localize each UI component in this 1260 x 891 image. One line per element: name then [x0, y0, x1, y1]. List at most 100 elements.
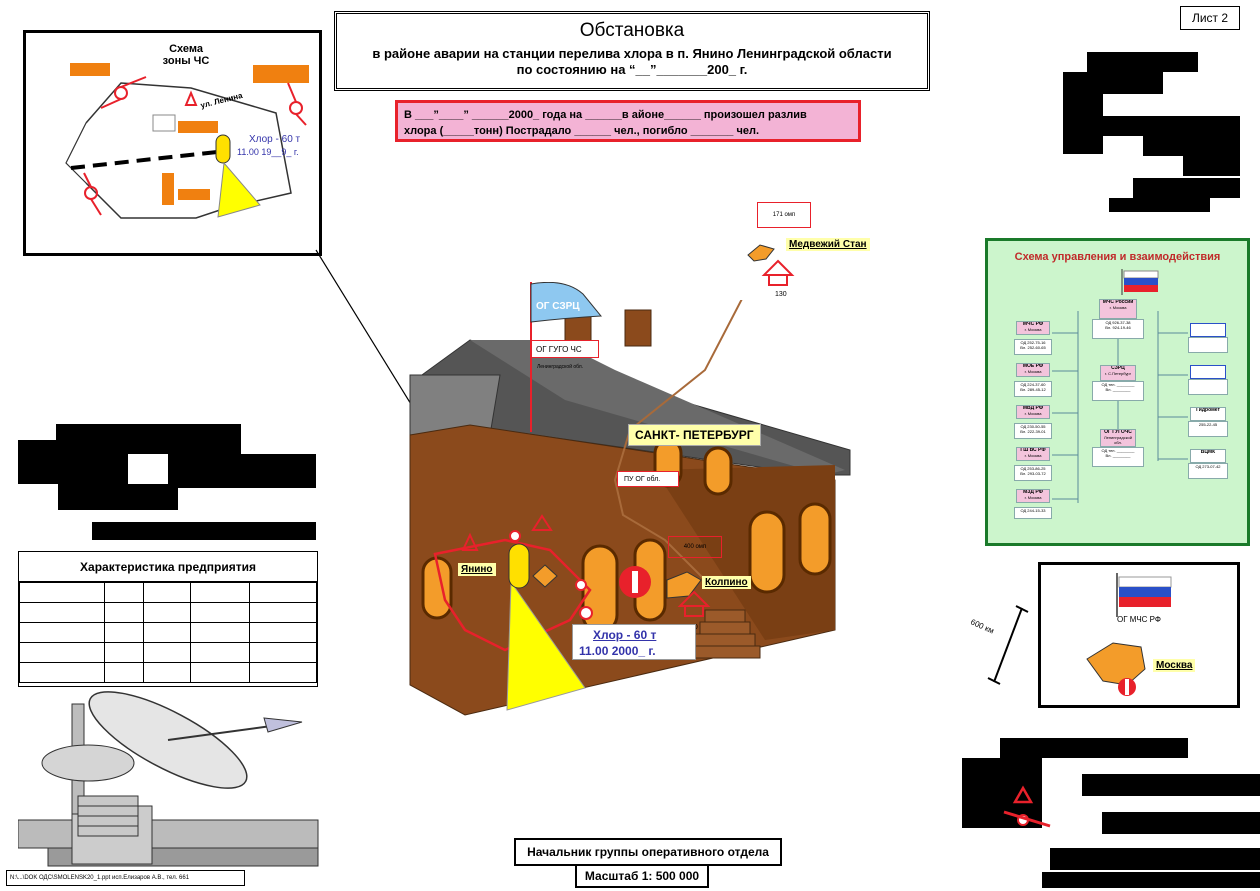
kolpino-symbol — [677, 590, 711, 617]
scheme-right-box-1 — [1190, 323, 1226, 337]
scheme-left-2-od: ОД 224-37-60 — [1020, 382, 1046, 387]
inset-title: Схема зоны ЧС — [26, 43, 319, 67]
decorative-stripes-bottom-right — [962, 738, 1260, 888]
page-date-line: по состоянию на “__”_______200_ г. — [516, 62, 748, 77]
control-scheme-title: Схема управления и взаимодействия — [1014, 251, 1221, 263]
scale-label: Масштаб 1: 500 000 — [575, 864, 709, 888]
decorative-stripes-top-right — [1063, 52, 1240, 220]
scheme-left-1-city: г. Москва — [1024, 327, 1042, 332]
scheme-mchs-russia-od: ОД 926-37-38 — [1105, 320, 1131, 325]
og-gugo-box: ОГ ГУГО ЧС — [531, 340, 599, 358]
scheme-right-info-1 — [1188, 337, 1228, 353]
scheme-oggugo-info: ОД тел. ________ Вл. ________ — [1092, 447, 1144, 467]
scheme-left-4-vl: Вл. 293-03-72 — [1020, 471, 1046, 476]
scheme-left-1-od: ОД 252-75-16 — [1020, 340, 1046, 345]
scheme-mchs-russia-city: г. Москва — [1109, 305, 1127, 310]
head-of-group-label: Начальник группы оперативного отдела — [514, 838, 782, 866]
moscow-flag-icon — [1116, 573, 1172, 617]
scheme-left-1-vl: Вл. 252-60-65 — [1020, 345, 1046, 350]
satellite-dish-illustration — [18, 691, 319, 867]
inset-time-label: 11.00 19__9_ г. — [237, 147, 299, 157]
control-interaction-scheme: Схема управления и взаимодействия МЧС Ро… — [985, 238, 1250, 546]
scheme-mchs-russia-name: МЧС России — [1102, 299, 1134, 305]
medvezhiy-stan-tag: 171 омп — [757, 202, 811, 228]
scheme-mchs-russia-box: МЧС России г. Москва — [1099, 299, 1137, 319]
scheme-left-5-city: г. Москва — [1024, 495, 1042, 500]
scheme-left-3-name: МВД РФ — [1022, 405, 1044, 411]
scheme-right-4-info: ОД 273-07-42 — [1195, 464, 1221, 469]
scheme-right-info-2 — [1188, 379, 1228, 395]
enterprise-characteristics-table: Характеристика предприятия — [18, 551, 318, 687]
inset-title-line-1: Схема — [169, 43, 203, 55]
incident-report: В ___”____” ______2000_ года на ______в … — [395, 100, 861, 142]
medvezhiy-stan-symbols — [747, 244, 795, 286]
chlorine-time: 11.00 2000_ г. — [579, 644, 656, 658]
moscow-label: Москва — [1153, 659, 1196, 672]
characteristics-title: Характеристика предприятия — [19, 552, 317, 582]
scheme-oggugo-name: ОГ ГУГОЧС — [1104, 429, 1132, 435]
file-path-footer: N:\...\DOK ОДС\SMOLENSK20_1.ppt исп.Елиз… — [6, 870, 245, 886]
scheme-left-3-vl: Вл. 222-39-01 — [1020, 429, 1046, 434]
scheme-oggugo-box: ОГ ГУГОЧС Ленинградской обл. — [1100, 429, 1136, 447]
inset-title-line-2: зоны ЧС — [162, 55, 210, 67]
scheme-szrc-info: ОД тел. ________ Вл. ________ — [1092, 381, 1144, 401]
scheme-left-2-vl: Вл. 289-45-12 — [1020, 387, 1046, 392]
scheme-left-info-5: ОД 244-15-33 — [1014, 507, 1052, 519]
incident-line-2: хлора (_____тонн) Пострадало ______ чел.… — [404, 125, 760, 137]
bottom-right-alert-symbol — [1003, 785, 1051, 828]
scheme-left-2-city: г. Москва — [1024, 369, 1042, 374]
scheme-mchs-russia-info: ОД 926-37-38 Вл. 924-19-46 — [1092, 319, 1144, 339]
emergency-zone-inset: Схема зоны ЧС ул. Ленина Хлор - 60 т 11.… — [23, 30, 322, 256]
scheme-szrc-vl: Вл. ________ — [1105, 387, 1131, 392]
medvezhiy-stan-number: 130 — [775, 291, 787, 298]
scheme-left-3-od: ОД 230-50-55 — [1020, 424, 1046, 429]
sheet-label: Лист 2 — [1180, 6, 1240, 30]
scheme-left-3-city: г. Москва — [1024, 411, 1042, 416]
scheme-right-box-3: Гидромет — [1190, 407, 1226, 421]
city-label-spb: САНКТ- ПЕТЕРБУРГ — [628, 424, 761, 446]
ogszrc-flag-label: ОГ СЗРЦ — [536, 301, 580, 312]
scheme-left-2-name: МОЕ РФ — [1022, 363, 1044, 369]
scheme-right-info-4: ОД 273-07-42 — [1188, 463, 1228, 479]
control-scheme-flag-icon — [1121, 269, 1159, 295]
scheme-left-4-city: г. Москва — [1024, 453, 1042, 458]
scheme-right-info-3: 255-22-45 — [1188, 421, 1228, 437]
pu-og-box: ПУ ОГ обл. — [617, 471, 679, 487]
distance-scale-bar — [987, 605, 1029, 685]
yanino-label: Янино — [458, 563, 496, 576]
og-gugo-subtitle: Ленинградской обл. — [537, 364, 584, 370]
scheme-left-5-name: МЗД РФ — [1023, 489, 1043, 495]
moscow-region-icon — [1086, 642, 1146, 696]
chlorine-info-box: Хлор - 60 т 11.00 2000_ г. — [572, 624, 696, 660]
moscow-flag-label: ОГ МЧС РФ — [1117, 615, 1162, 624]
scheme-right-4-name: ВЦМК — [1200, 449, 1216, 455]
scheme-right-3-name: Гидромет — [1196, 407, 1220, 413]
scheme-right-3-info: 255-22-45 — [1198, 422, 1218, 427]
scheme-mchs-russia-vl: Вл. 924-19-46 — [1105, 325, 1131, 330]
scheme-oggugo-region: Ленинградской обл. — [1104, 435, 1132, 445]
page-subtitle: в районе аварии на станции перелива хлор… — [372, 46, 892, 61]
chlorine-amount: Хлор - 60 т — [593, 628, 657, 642]
moscow-panel: ОГ МЧС РФ Москва — [1038, 562, 1240, 708]
scheme-szrc-od: ОД тел. ________ — [1101, 382, 1135, 387]
scheme-right-box-4: ВЦМК — [1190, 449, 1226, 463]
scheme-left-1-name: МЧС РФ — [1022, 321, 1044, 327]
scheme-right-box-2 — [1190, 365, 1226, 379]
inset-scheme-drawing — [65, 63, 309, 219]
scheme-left-4-name: ГШ ВС РФ — [1020, 447, 1046, 453]
scheme-left-5-od: ОД 244-15-33 — [1020, 508, 1046, 513]
scheme-szrc-city: г. С.Петербург — [1104, 371, 1132, 376]
title-box: Обстановка в районе аварии на станции пе… — [334, 11, 930, 91]
characteristics-grid — [19, 582, 317, 683]
incident-line-1: В ___”____” ______2000_ года на ______в … — [404, 109, 807, 121]
scheme-szrc-box: СЗРЦ г. С.Петербург — [1100, 365, 1136, 381]
page-title: Обстановка — [579, 20, 685, 41]
kolpino-label: Колпино — [702, 576, 751, 589]
